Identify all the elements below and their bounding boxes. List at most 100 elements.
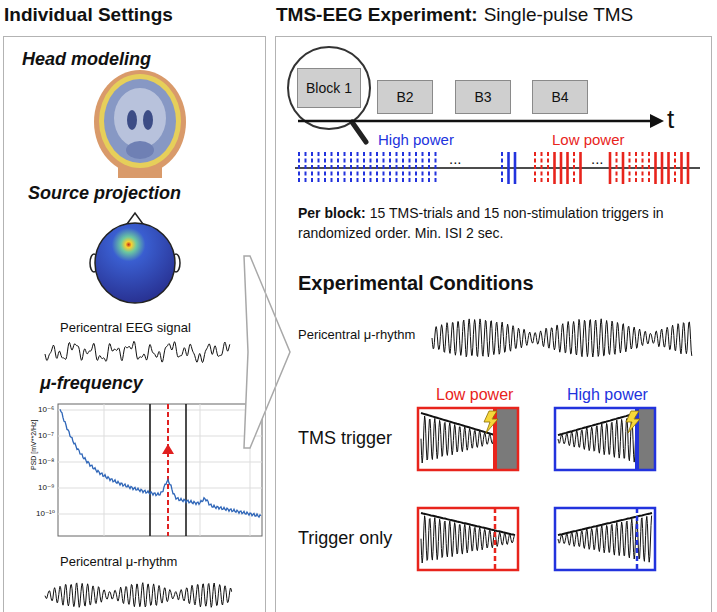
tms-trial-bar <box>566 152 569 184</box>
grid-line <box>150 404 151 536</box>
grid-line <box>200 404 201 536</box>
label: 10⁻⁸ <box>38 457 55 466</box>
tms-trial-bar <box>661 152 664 184</box>
label: High power <box>378 131 454 148</box>
panel-heading: TMS-EEG Experiment:Single-pulse TMS <box>276 4 633 26</box>
trigger-bar <box>376 152 378 184</box>
label: Head modeling <box>22 49 151 70</box>
trigger-bar <box>547 152 549 184</box>
trigger-bar <box>402 152 404 184</box>
condition-box <box>418 508 518 570</box>
lightning-bolt <box>626 411 640 433</box>
label: μ-frequency <box>40 373 143 394</box>
tms-trial-bar <box>507 152 510 184</box>
tms-trial-bar <box>514 152 517 184</box>
magnifier-handle <box>352 122 366 142</box>
trigger-bar <box>573 152 575 184</box>
skull <box>99 74 181 168</box>
tms-trial-bar <box>622 152 625 184</box>
scalp-map <box>95 223 175 303</box>
ventricle <box>143 110 153 130</box>
label: Trigger only <box>298 528 392 549</box>
trigger-bar <box>357 152 359 184</box>
trigger-bar <box>318 152 320 184</box>
topoplot <box>90 213 180 303</box>
trigger-bar <box>534 152 536 184</box>
trigger-bar <box>415 152 417 184</box>
tms-trial-bar <box>553 152 556 184</box>
envelope <box>421 413 495 435</box>
grid-line <box>58 488 262 489</box>
trigger-bar <box>350 152 352 184</box>
tms-trial-bar <box>680 152 683 184</box>
tms-artifact <box>495 408 518 470</box>
grid-line <box>58 514 262 515</box>
mu-trace <box>432 319 692 357</box>
trigger-bar <box>541 152 543 184</box>
trigger-bar <box>435 152 437 184</box>
block-label: Block 1 <box>306 80 352 96</box>
label: t <box>667 104 674 135</box>
brain <box>104 79 176 163</box>
tms-trial-bar <box>560 152 563 184</box>
plot-frame <box>58 404 262 536</box>
trigger-bar <box>370 152 372 184</box>
psd-curve <box>60 409 261 517</box>
block-label: B4 <box>551 89 568 105</box>
mu-trace <box>558 516 652 563</box>
heading-text: Single-pulse TMS <box>484 4 634 25</box>
tms-trial-bar <box>579 152 582 184</box>
grid <box>58 404 262 536</box>
panel-box: TMS-EEG Experiment:Single-pulse TMSBlock… <box>275 36 712 612</box>
trigger-bar <box>311 152 313 184</box>
lightning-bolt <box>484 411 498 433</box>
band-limit <box>185 404 187 536</box>
label: Experimental Conditions <box>298 272 534 295</box>
trigger-line <box>493 408 497 470</box>
trigger-line <box>494 508 497 570</box>
label: 10⁻⁷ <box>38 431 54 440</box>
label: ... <box>449 150 462 167</box>
time-axis <box>298 120 652 123</box>
trigger-line <box>635 408 639 470</box>
mu-trace <box>45 583 232 608</box>
peak-triangle <box>162 444 174 454</box>
grid-line <box>104 404 105 536</box>
trigger-bar <box>383 152 385 184</box>
peak-marker <box>167 404 169 536</box>
tms-trial-bar <box>667 152 670 184</box>
block-box: B2 <box>377 80 433 114</box>
trigger-bar <box>389 152 391 184</box>
label: 10⁻⁶ <box>38 405 54 414</box>
label: Low power <box>552 131 625 148</box>
mu-trace <box>558 416 637 462</box>
block-box: B4 <box>532 80 588 114</box>
tms-trial-bar <box>609 152 612 184</box>
trigger-bar <box>501 152 503 184</box>
heading-text: Individual Settings <box>4 4 173 25</box>
note-paragraph: Per block:15 TMS-trials and 15 non-stimu… <box>298 204 708 243</box>
trial-bars <box>299 152 688 184</box>
flow-chevron <box>244 256 290 448</box>
tms-trial-bar <box>687 152 690 184</box>
label: 10⁻¹⁰ <box>36 509 55 518</box>
block-label: B2 <box>396 89 413 105</box>
label: Source projection <box>28 183 181 204</box>
label: ... <box>591 150 604 167</box>
trigger-bar <box>324 152 326 184</box>
psd-plot <box>58 404 262 536</box>
scalp <box>94 70 186 174</box>
trial-line <box>295 167 700 169</box>
eeg-trace <box>45 341 230 362</box>
trigger-bar <box>616 152 618 184</box>
band-limit <box>149 404 151 536</box>
envelope <box>421 513 515 535</box>
panel-heading: Individual Settings <box>4 4 173 26</box>
block-box: B3 <box>455 80 511 114</box>
condition-box <box>555 408 655 470</box>
mu-trace <box>421 516 515 563</box>
trigger-bar <box>298 152 300 184</box>
grid-line <box>58 436 262 437</box>
ventricle <box>127 110 137 130</box>
trigger-bar <box>648 152 650 184</box>
